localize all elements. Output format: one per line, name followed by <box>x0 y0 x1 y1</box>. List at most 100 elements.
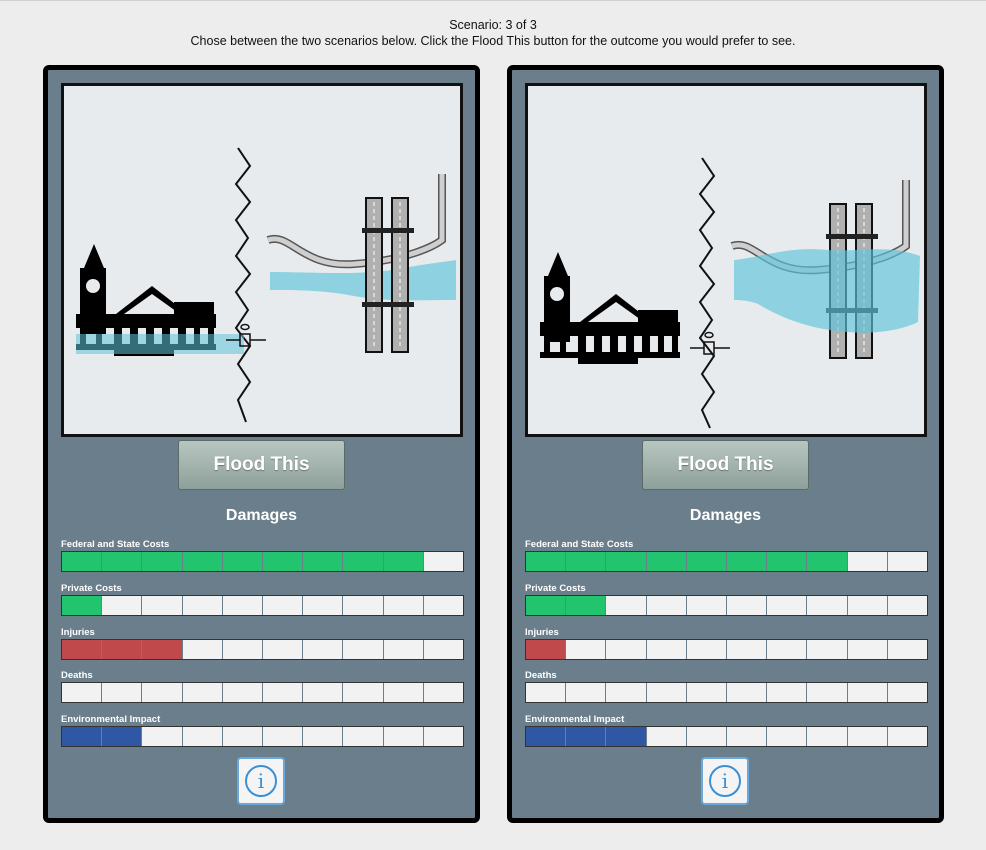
bar-segment-empty <box>686 727 728 746</box>
bar-segment-empty <box>263 683 304 702</box>
bar-segment-filled <box>62 727 103 746</box>
scenario-illustration <box>61 83 463 437</box>
bar-segment-empty <box>343 727 384 746</box>
bar-segment-empty <box>423 552 464 571</box>
info-button[interactable]: i <box>237 757 285 805</box>
bar-segment-empty <box>142 596 183 615</box>
bar-segment-empty <box>182 596 223 615</box>
damages-title: Damages <box>225 507 298 524</box>
metric-bar <box>525 551 928 572</box>
bar-segment-filled <box>526 596 567 615</box>
bar-segment-empty <box>847 727 888 746</box>
bar-segment-empty <box>182 683 223 702</box>
bar-segment-empty <box>887 596 928 615</box>
flood-this-button[interactable]: Flood This <box>642 440 809 490</box>
bar-segment-empty <box>102 596 143 615</box>
metric-federal-state-costs: Federal and State Costs <box>525 540 928 572</box>
bar-segment-empty <box>566 640 607 659</box>
bar-segment-filled <box>727 552 768 571</box>
metric-label: Deaths <box>61 670 93 681</box>
scenario-panel-left: Flood This Damages Federal and State Cos… <box>43 65 480 823</box>
bar-segment-empty <box>807 683 848 702</box>
bar-segment-empty <box>263 596 304 615</box>
bar-segment-filled <box>222 552 264 571</box>
metric-deaths: Deaths <box>61 671 464 703</box>
bar-segment-empty <box>182 727 223 746</box>
info-icon: i <box>245 765 277 797</box>
bar-segment-empty <box>646 683 687 702</box>
levee-pump <box>690 331 730 355</box>
bar-segment-empty <box>847 596 888 615</box>
bar-segment-empty <box>303 596 344 615</box>
bar-segment-empty <box>303 683 344 702</box>
bar-segment-empty <box>887 640 928 659</box>
ridge-line <box>234 147 252 423</box>
bar-segment-filled <box>62 596 103 615</box>
bar-segment-empty <box>343 596 384 615</box>
bar-segment-empty <box>847 640 888 659</box>
metric-injuries: Injuries <box>525 628 928 660</box>
bar-segment-empty <box>142 683 183 702</box>
bridge-structure <box>362 197 414 353</box>
bar-segment-empty <box>142 727 183 746</box>
bar-segment-filled <box>566 727 607 746</box>
bar-segment-filled <box>526 727 567 746</box>
town-hall-building <box>540 252 680 364</box>
bar-segment-empty <box>767 683 808 702</box>
bar-segment-empty <box>767 640 808 659</box>
bar-segment-empty <box>343 683 384 702</box>
metric-label: Federal and State Costs <box>525 539 634 550</box>
metric-label: Private Costs <box>525 583 586 594</box>
bar-segment-empty <box>686 596 728 615</box>
metric-bar <box>61 682 464 703</box>
bar-segment-filled <box>343 552 384 571</box>
flood-this-button[interactable]: Flood This <box>178 440 345 490</box>
metric-bar <box>525 595 928 616</box>
bar-segment-empty <box>383 727 424 746</box>
bar-segment-empty <box>887 683 928 702</box>
metric-private-costs: Private Costs <box>525 584 928 616</box>
bar-segment-filled <box>566 552 607 571</box>
bar-segment-empty <box>222 640 264 659</box>
bar-segment-empty <box>423 640 464 659</box>
metric-label: Environmental Impact <box>61 714 161 725</box>
bar-segment-empty <box>263 640 304 659</box>
bar-segment-empty <box>686 640 728 659</box>
metric-label: Private Costs <box>61 583 122 594</box>
bar-segment-filled <box>263 552 304 571</box>
bar-segment-empty <box>686 683 728 702</box>
metric-private-costs: Private Costs <box>61 584 464 616</box>
page-header: Scenario: 3 of 3 Chose between the two s… <box>0 17 986 49</box>
bar-segment-empty <box>847 552 888 571</box>
metric-bar <box>61 551 464 572</box>
bar-segment-filled <box>142 552 183 571</box>
flood-scene-illustration <box>76 147 456 423</box>
info-button[interactable]: i <box>701 757 749 805</box>
metric-label: Environmental Impact <box>525 714 625 725</box>
bar-segment-filled <box>102 727 143 746</box>
bar-segment-empty <box>887 552 928 571</box>
bar-segment-empty <box>423 596 464 615</box>
bar-segment-empty <box>102 683 143 702</box>
bar-segment-filled <box>526 552 567 571</box>
bar-segment-filled <box>686 552 728 571</box>
bar-segment-filled <box>807 552 848 571</box>
bar-segment-filled <box>606 552 647 571</box>
bar-segment-empty <box>606 683 647 702</box>
metric-bar <box>525 726 928 747</box>
bar-segment-filled <box>526 640 567 659</box>
bar-segment-empty <box>423 727 464 746</box>
bar-segment-empty <box>423 683 464 702</box>
metric-environmental-impact: Environmental Impact <box>61 715 464 747</box>
metric-environmental-impact: Environmental Impact <box>525 715 928 747</box>
ridge-line <box>698 157 716 429</box>
bar-segment-empty <box>606 596 647 615</box>
bar-segment-empty <box>383 683 424 702</box>
bar-segment-empty <box>182 640 223 659</box>
bar-segment-empty <box>646 640 687 659</box>
scenario-illustration <box>525 83 927 437</box>
bar-segment-empty <box>767 727 808 746</box>
bar-segment-empty <box>767 596 808 615</box>
bar-segment-empty <box>727 727 768 746</box>
bar-segment-empty <box>727 640 768 659</box>
